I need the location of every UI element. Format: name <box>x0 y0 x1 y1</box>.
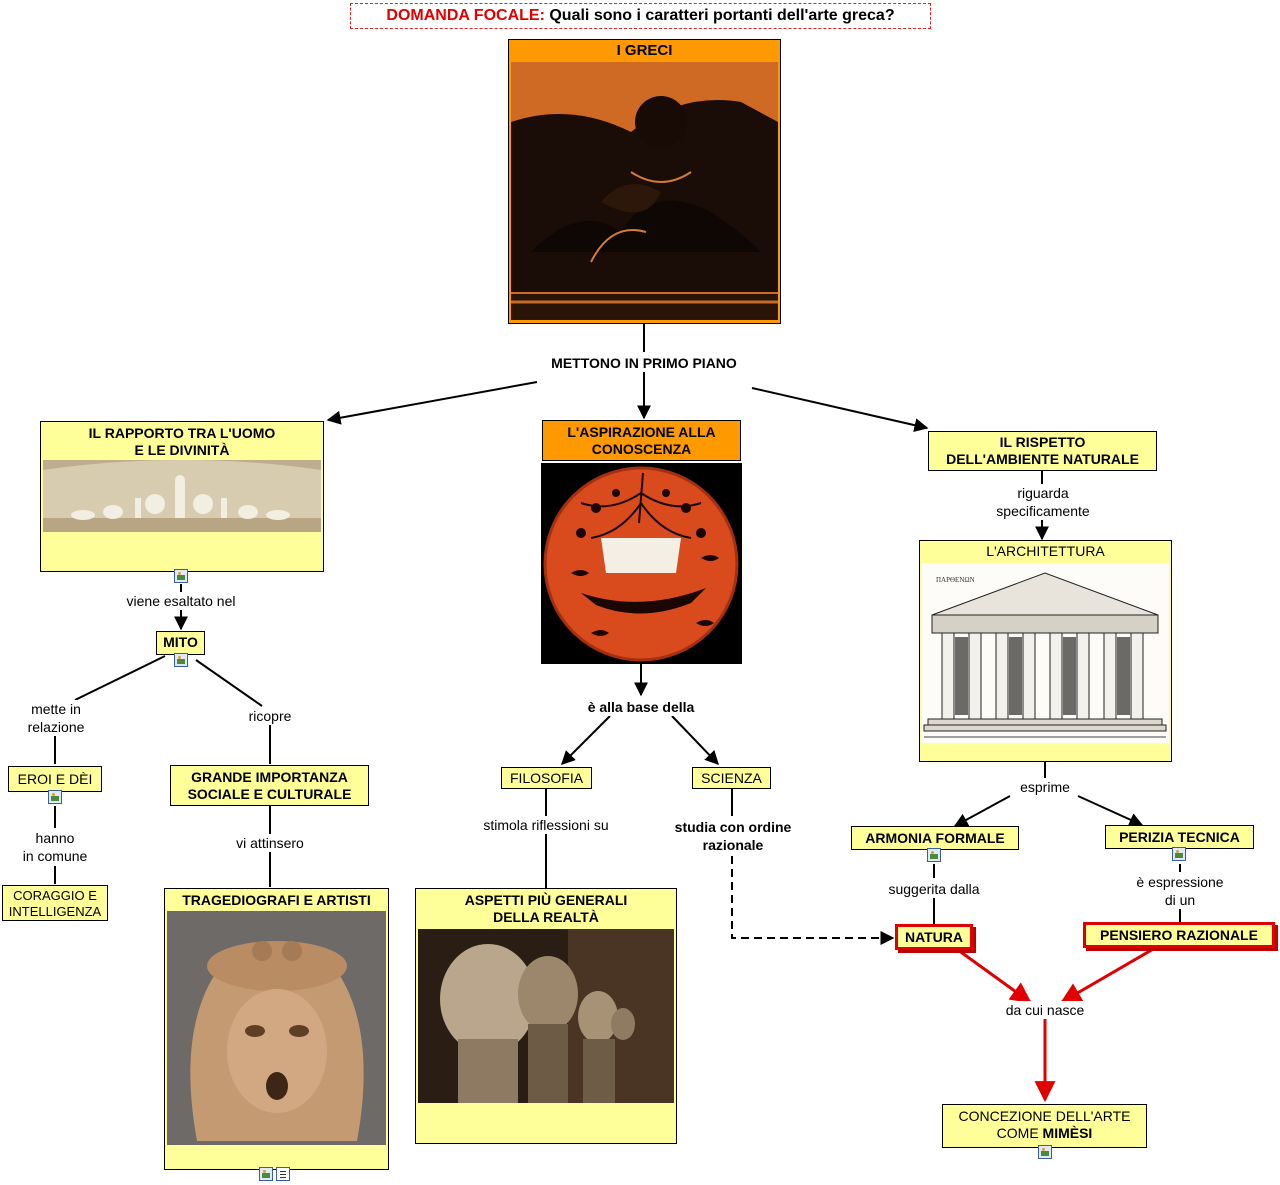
link-studia-1: studia con ordine <box>674 819 792 835</box>
philosopher-busts-image <box>418 929 674 1103</box>
rapporto-label-1: IL RAPPORTO TRA L'UOMO <box>88 425 276 441</box>
perizia-image-icon[interactable] <box>1172 847 1186 861</box>
perizia-label: PERIZIA TECNICA <box>1119 829 1240 845</box>
link-riguarda-2: specificamente <box>996 503 1090 519</box>
mito-label: MITO <box>163 634 198 650</box>
aspetti-label-2: DELLA REALTÀ <box>493 909 599 925</box>
dashed-scienza-natura <box>731 856 895 945</box>
rapporto-label-2: E LE DIVINITÀ <box>134 442 230 458</box>
scienza-label: SCIENZA <box>701 770 762 786</box>
link-espressione-2: di un <box>1164 892 1196 908</box>
tragediografi-image-icon[interactable] <box>259 1167 273 1181</box>
node-armonia[interactable]: ARMONIA FORMALE <box>851 826 1019 850</box>
tragediografi-label: TRAGEDIOGRAFI E ARTISTI <box>182 892 371 908</box>
link-ricopre: ricopre <box>240 707 300 725</box>
link-suggerita: suggerita dalla <box>878 880 990 898</box>
node-pensiero[interactable]: PENSIERO RAZIONALE <box>1083 922 1275 948</box>
link-attinsero: vi attinsero <box>224 834 316 852</box>
node-coraggio[interactable]: CORAGGIO E INTELLIGENZA <box>2 885 108 921</box>
red-natura-nasce <box>957 948 1032 1004</box>
grande-label-2: SOCIALE E CULTURALE <box>187 786 352 802</box>
node-greci[interactable]: I GRECI <box>508 39 781 324</box>
node-concezione[interactable]: CONCEZIONE DELL'ARTE COME MIMÈSI <box>942 1104 1147 1148</box>
link-esaltato: viene esaltato nel <box>111 592 251 610</box>
rapporto-frieze-image <box>43 460 321 532</box>
rapporto-image-icon[interactable] <box>174 569 188 583</box>
link-esprime: esprime <box>1012 778 1078 796</box>
node-natura[interactable]: NATURA <box>895 924 973 950</box>
link-relazione-2: relazione <box>27 719 85 735</box>
arrow-to-scienza <box>671 715 719 766</box>
aspirazione-label-1: L'ASPIRAZIONE ALLA <box>567 424 716 440</box>
theatre-mask-image <box>167 911 386 1145</box>
armonia-image-icon[interactable] <box>927 848 941 862</box>
link-espressione-1: è espressione <box>1136 874 1224 890</box>
link-base: è alla base della <box>576 698 706 716</box>
link-relazione-1: mette in <box>31 701 81 717</box>
node-aspetti[interactable]: ASPETTI PIÙ GENERALI DELLA REALTÀ <box>415 888 677 1144</box>
concezione-label-2a: COME <box>996 1125 1043 1141</box>
architettura-label: L'ARCHITETTURA <box>986 543 1105 559</box>
link-riguarda-1: riguarda <box>1017 485 1069 501</box>
node-scienza[interactable]: SCIENZA <box>692 767 771 789</box>
node-architettura[interactable]: L'ARCHITETTURA ΠΑΡΘΕΝΩΝ <box>919 540 1172 762</box>
concezione-label-1: CONCEZIONE DELL'ARTE <box>958 1108 1131 1124</box>
link-espressione: è espressione di un <box>1122 873 1238 909</box>
arrow-to-rispetto <box>751 387 929 433</box>
coraggio-label-1: CORAGGIO E <box>13 888 97 903</box>
link-nasce: da cui nasce <box>996 1001 1094 1019</box>
concezione-image-icon[interactable] <box>1038 1145 1052 1159</box>
red-pensiero-nasce <box>1060 946 1156 1004</box>
natura-label: NATURA <box>904 929 964 945</box>
aspirazione-label-2: CONOSCENZA <box>591 441 692 457</box>
link-stimola: stimola riflessioni su <box>471 816 621 834</box>
arrow-to-armonia <box>953 795 1011 827</box>
link-hanno-2: in comune <box>22 848 88 864</box>
line-mito-ricopre <box>195 659 263 707</box>
filosofia-label: FILOSOFIA <box>509 770 584 786</box>
concezione-label-2: COME MIMÈSI <box>943 1125 1146 1142</box>
arrow-to-filosofia <box>561 715 611 765</box>
aspirazione-kylix-image <box>541 463 742 664</box>
node-tragediografi[interactable]: TRAGEDIOGRAFI E ARTISTI <box>164 888 389 1170</box>
link-relazione: mette in relazione <box>17 700 95 736</box>
parthenon-drawing-image: ΠΑΡΘΕΝΩΝ <box>922 563 1169 743</box>
node-mito[interactable]: MITO <box>156 631 205 655</box>
coraggio-label-2: INTELLIGENZA <box>8 904 102 919</box>
focal-label: DOMANDA FOCALE: <box>386 7 545 24</box>
node-greci-label: I GRECI <box>616 42 673 59</box>
focal-text: Quali sono i caratteri portanti dell'art… <box>549 7 895 24</box>
node-rapporto[interactable]: IL RAPPORTO TRA L'UOMO E LE DIVINITÀ <box>40 421 324 572</box>
node-grande-importanza[interactable]: GRANDE IMPORTANZA SOCIALE E CULTURALE <box>170 765 369 806</box>
grande-label-1: GRANDE IMPORTANZA <box>191 769 348 785</box>
node-perizia[interactable]: PERIZIA TECNICA <box>1105 825 1254 849</box>
node-aspirazione[interactable]: L'ASPIRAZIONE ALLA CONOSCENZA <box>542 420 741 461</box>
greci-vase-image <box>511 62 778 320</box>
pensiero-label: PENSIERO RAZIONALE <box>1100 927 1258 943</box>
line-mito-relazione <box>74 655 166 701</box>
link-studia-2: razionale <box>702 837 764 853</box>
armonia-label: ARMONIA FORMALE <box>865 830 1005 846</box>
rispetto-label-1: IL RISPETTO <box>999 434 1086 450</box>
arrow-to-perizia <box>1077 795 1144 827</box>
aspetti-label-1: ASPETTI PIÙ GENERALI <box>464 892 628 908</box>
link-riguarda: riguarda specificamente <box>985 484 1101 520</box>
node-rispetto[interactable]: IL RISPETTO DELL'AMBIENTE NATURALE <box>928 431 1157 471</box>
parthenon-caption: ΠΑΡΘΕΝΩΝ <box>936 576 975 584</box>
rispetto-label-2: DELL'AMBIENTE NATURALE <box>946 451 1139 467</box>
link-studia: studia con ordine razionale <box>662 818 804 854</box>
tragediografi-document-icon[interactable] <box>276 1167 290 1181</box>
node-eroi[interactable]: EROI E DÈI <box>8 766 102 792</box>
link-mettono: METTONO IN PRIMO PIANO <box>533 354 755 372</box>
focal-question: DOMANDA FOCALE: Quali sono i caratteri p… <box>350 3 931 29</box>
arrow-to-rapporto <box>326 381 538 425</box>
concezione-label-2b: MIMÈSI <box>1042 1125 1093 1141</box>
eroi-label: EROI E DÈI <box>17 771 93 787</box>
node-filosofia[interactable]: FILOSOFIA <box>501 767 592 789</box>
eroi-image-icon[interactable] <box>48 790 62 804</box>
mito-image-icon[interactable] <box>174 653 188 667</box>
link-hanno: hanno in comune <box>12 829 98 865</box>
link-hanno-1: hanno <box>35 830 75 846</box>
